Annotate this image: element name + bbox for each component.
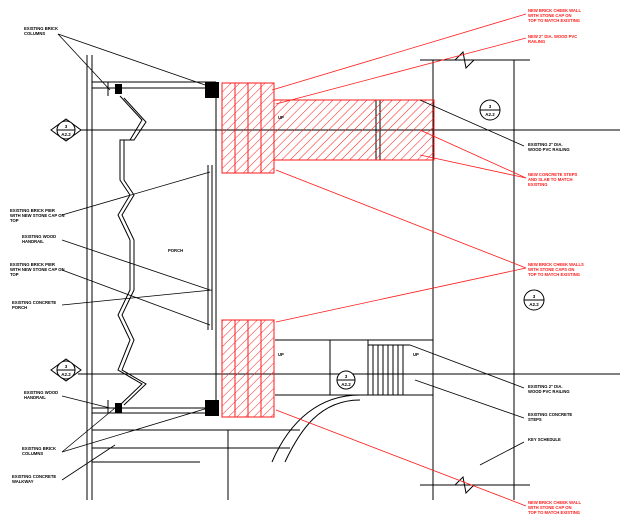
section-tag-left-bottom[interactable]: 3 A2.2 xyxy=(50,358,82,382)
svg-text:A2.2: A2.2 xyxy=(61,132,71,137)
note-key-schedule: KEY SCHEDULE xyxy=(528,437,561,442)
section-tag-left-top[interactable]: 3 A2.2 xyxy=(50,118,82,142)
up-label-bottom: UP xyxy=(278,352,284,357)
black-leaders xyxy=(57,33,525,481)
svg-text:A2.2: A2.2 xyxy=(529,302,539,307)
red-leaders xyxy=(271,13,527,507)
svg-text:3: 3 xyxy=(533,294,536,299)
svg-text:A2.2: A2.2 xyxy=(485,112,495,117)
svg-text:3: 3 xyxy=(65,364,68,369)
bay-window xyxy=(107,82,147,413)
svg-text:A2.2: A2.2 xyxy=(341,382,351,387)
svg-text:3: 3 xyxy=(65,124,68,129)
section-tags: 3 A2.2 3 A2.2 3 A2.2 3 A2.2 3 A2.2 xyxy=(50,99,545,390)
section-tag-bottom-center[interactable]: 3 A2.2 xyxy=(336,370,356,390)
porch-label: PORCH xyxy=(168,248,183,253)
section-tag-right-mid[interactable]: 3 A2.2 xyxy=(523,289,545,311)
new-brick-cheek-walls xyxy=(221,82,435,418)
existing-brick-columns xyxy=(115,82,219,416)
up-label-top: UP xyxy=(278,115,284,120)
svg-text:3: 3 xyxy=(489,104,492,109)
up-label-right: UP xyxy=(413,352,419,357)
section-tag-right-top[interactable]: 3 A2.2 xyxy=(479,99,501,121)
note-existing-pvc-railing-top: EXISTING 2" DIA.WOOD PVC RAILING xyxy=(528,142,570,152)
svg-text:3: 3 xyxy=(345,374,348,379)
note-existing-pvc-railing-bottom: EXISTING 2" DIA.WOOD PVC RAILING xyxy=(528,384,570,394)
svg-text:A2.2: A2.2 xyxy=(61,372,71,377)
